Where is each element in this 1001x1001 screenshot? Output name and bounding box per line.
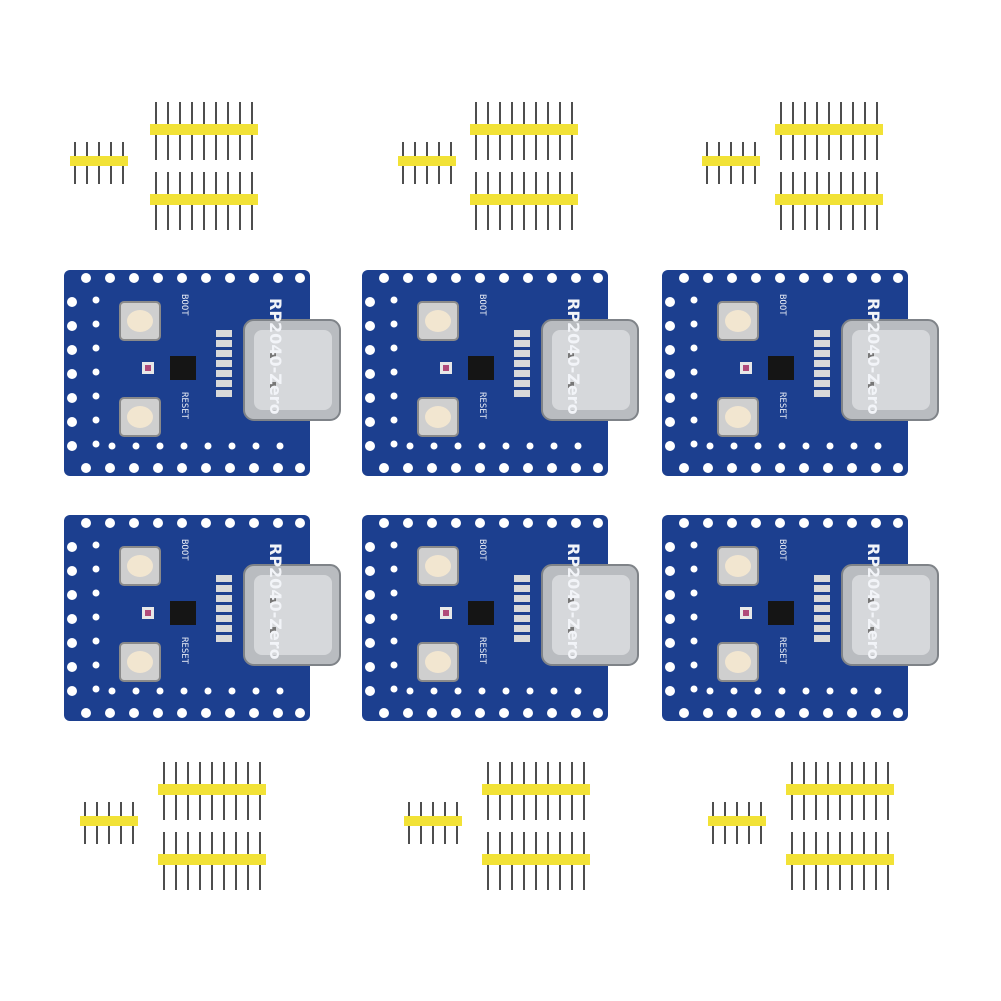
board-title: RP2040-Zero	[266, 298, 285, 415]
reset-label: RESET	[477, 392, 487, 420]
reset-label: RESET	[179, 637, 189, 665]
rp2040-zero-board: RP2040-Zero BOOT RESET	[63, 269, 341, 477]
header-kit	[149, 171, 259, 231]
header-kit	[481, 761, 591, 821]
boot-label: BOOT	[777, 539, 787, 561]
header-kit	[774, 171, 884, 231]
rp2040-zero-board: RP2040-Zero BOOT RESET	[361, 269, 639, 477]
board-title: RP2040-Zero	[266, 543, 285, 660]
header-kit	[149, 101, 259, 161]
rp2040-zero-board: RP2040-Zero BOOT RESET	[661, 269, 939, 477]
header-kit	[157, 831, 267, 891]
header-kit	[397, 141, 457, 185]
reset-label: RESET	[477, 637, 487, 665]
header-kit	[469, 171, 579, 231]
boot-label: BOOT	[477, 294, 487, 316]
reset-label: RESET	[777, 637, 787, 665]
header-kit	[469, 101, 579, 161]
boot-label: BOOT	[477, 539, 487, 561]
header-kit	[701, 141, 761, 185]
rp2040-zero-board: RP2040-Zero BOOT RESET	[361, 514, 639, 722]
header-kit	[403, 801, 463, 845]
boot-label: BOOT	[179, 294, 189, 316]
header-kit	[785, 761, 895, 821]
header-kit	[707, 801, 767, 845]
reset-label: RESET	[777, 392, 787, 420]
header-kit	[774, 101, 884, 161]
board-title: RP2040-Zero	[864, 298, 883, 415]
header-kit	[79, 801, 139, 845]
header-kit	[785, 831, 895, 891]
header-kit	[481, 831, 591, 891]
board-title: RP2040-Zero	[564, 298, 583, 415]
rp2040-zero-board: RP2040-Zero BOOT RESET	[661, 514, 939, 722]
board-title: RP2040-Zero	[564, 543, 583, 660]
boot-label: BOOT	[179, 539, 189, 561]
reset-label: RESET	[179, 392, 189, 420]
boot-label: BOOT	[777, 294, 787, 316]
rp2040-zero-board: RP2040-Zero BOOT RESET	[63, 514, 341, 722]
board-title: RP2040-Zero	[864, 543, 883, 660]
header-kit	[69, 141, 129, 185]
header-kit	[157, 761, 267, 821]
